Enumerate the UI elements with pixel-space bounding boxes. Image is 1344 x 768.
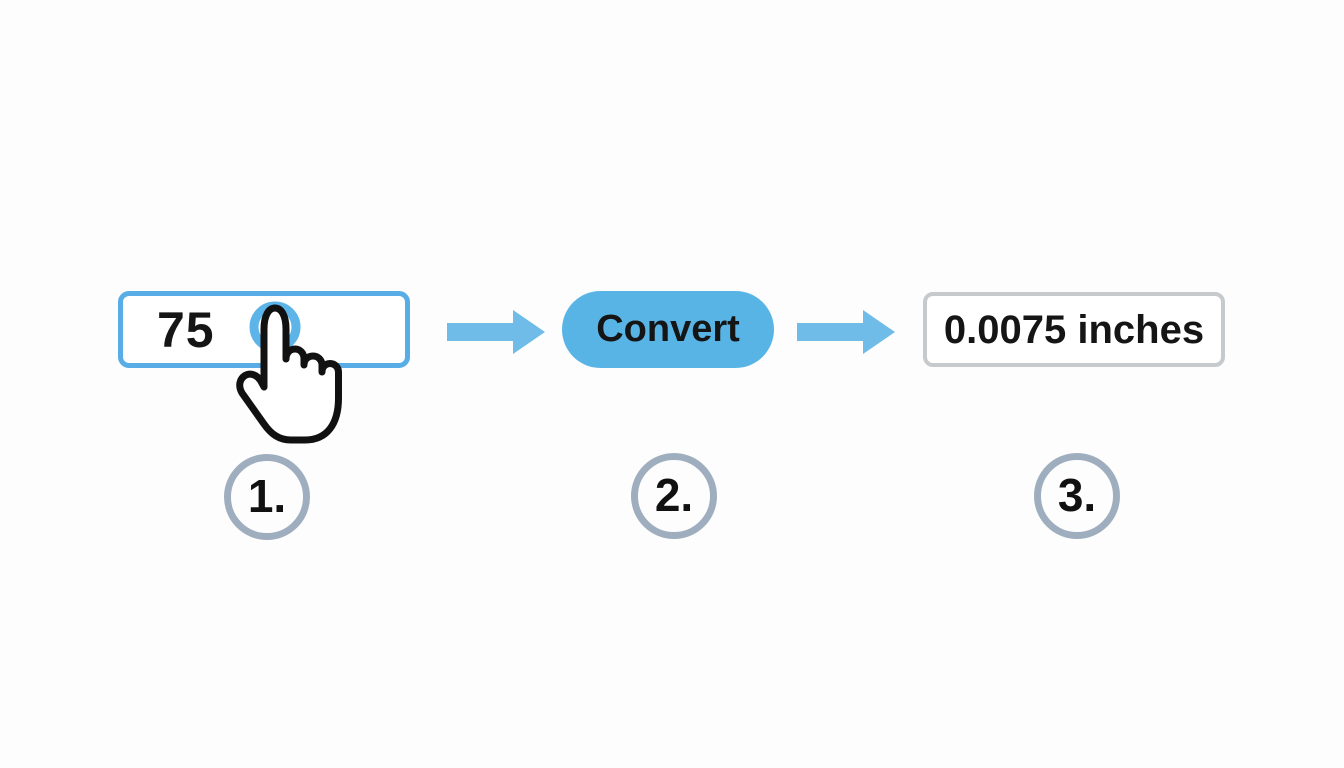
- result-output: 0.0075 inches: [923, 292, 1225, 367]
- step-badge-1: 1.: [224, 454, 310, 540]
- tap-hand-pointer-icon: [236, 301, 342, 444]
- result-value-text: 0.0075 inches: [943, 307, 1205, 352]
- right-block-arrow-icon: [797, 310, 895, 354]
- step-badge-2: 2.: [631, 453, 717, 539]
- step-number: 1.: [247, 470, 287, 522]
- input-value-text: 75: [157, 301, 215, 358]
- arrow-shape: [447, 310, 545, 354]
- step-number: 2.: [654, 469, 694, 521]
- arrow-shape: [797, 310, 895, 354]
- right-block-arrow-icon: [447, 310, 545, 354]
- hand-outline: [236, 304, 342, 444]
- step-number: 3.: [1057, 469, 1097, 521]
- step-badge-3: 3.: [1034, 453, 1120, 539]
- convert-button[interactable]: Convert: [562, 291, 774, 368]
